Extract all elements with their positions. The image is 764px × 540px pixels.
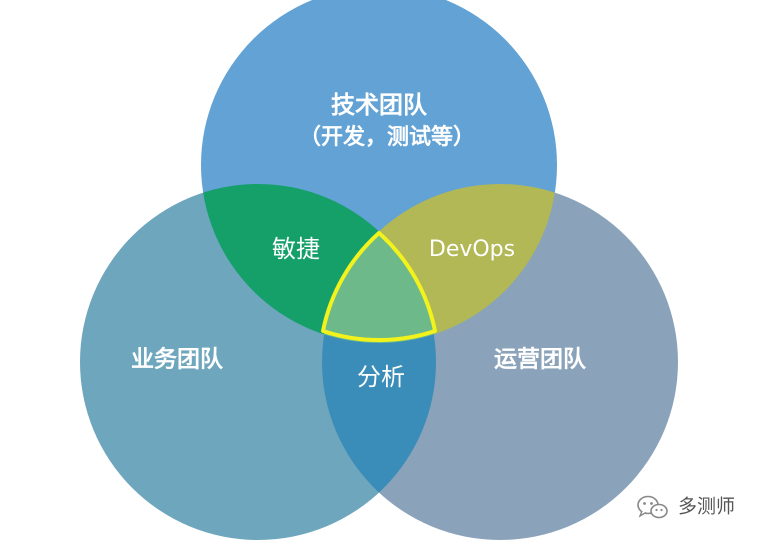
center-region-outline	[321, 231, 437, 342]
wechat-icon	[637, 495, 668, 519]
watermark: 多测师	[637, 495, 735, 519]
agile-label: 敏捷	[272, 235, 320, 263]
operations-team-label: 运营团队	[494, 347, 587, 373]
analysis-label: 分析	[357, 363, 405, 391]
tech-team-label: 技术团队	[331, 91, 428, 119]
tech-team-sublabel: （开发，测试等）	[299, 124, 475, 150]
watermark-text: 多测师	[678, 496, 735, 518]
devops-label: DevOps	[429, 237, 515, 262]
business-team-label: 业务团队	[131, 347, 224, 373]
